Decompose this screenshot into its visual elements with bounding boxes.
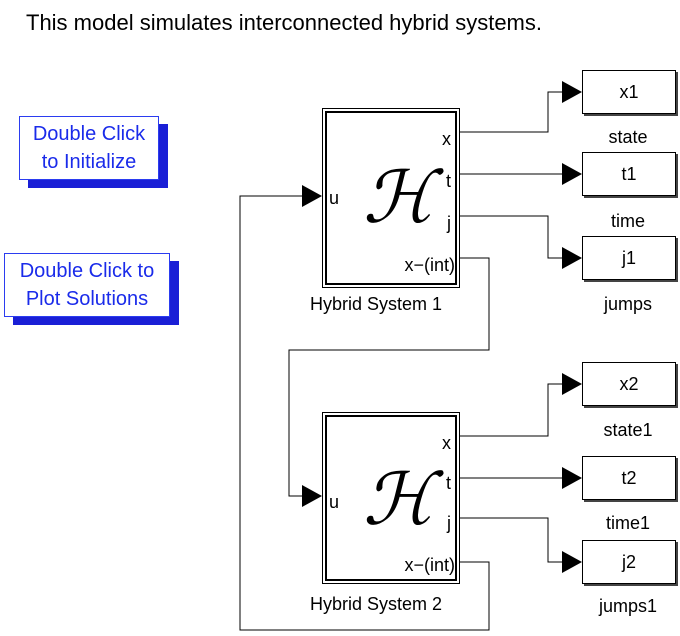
plot-button-line-1: Double Click to: [19, 260, 155, 282]
scope-t2[interactable]: t2: [582, 456, 676, 500]
scope-x2-caption: state1: [603, 420, 653, 440]
hybrid-system-2-output-j: j: [447, 513, 451, 533]
arrow-x1: [562, 81, 582, 103]
scope-t1-label: t1: [621, 163, 637, 184]
wire-j2: [460, 517, 562, 563]
hybrid-system-1-frame: [325, 111, 457, 285]
scope-x2[interactable]: x2: [582, 362, 676, 406]
scope-j2-label: j2: [621, 551, 636, 572]
scope-x2-label: x2: [619, 373, 639, 394]
scope-t1-caption: time: [610, 211, 645, 231]
arrow-t2: [562, 467, 582, 489]
arrow-j2: [562, 551, 582, 573]
hybrid-system-1-symbol: ℋ: [363, 155, 435, 239]
wire-j1: [460, 215, 562, 259]
arrow-t1: [562, 163, 582, 185]
arrow-u2: [302, 485, 322, 507]
hybrid-system-1-name: Hybrid System 1: [310, 294, 443, 314]
initialize-button[interactable]: Double Click to Initialize: [19, 116, 159, 180]
hybrid-system-2-frame: [325, 415, 457, 581]
hybrid-system-1-output-x-int: x−(int): [404, 255, 455, 275]
hybrid-system-2-block[interactable]: u ℋ x t j x−(int): [322, 412, 460, 584]
initialize-button-line-2: to Initialize: [41, 151, 137, 173]
hybrid-system-2-symbol: ℋ: [363, 457, 435, 541]
scope-t1[interactable]: t1: [582, 152, 676, 196]
scope-x1-label: x1: [619, 81, 639, 102]
wire-x1: [460, 91, 562, 133]
wire-feedback-2-to-1: [239, 195, 490, 631]
scope-j2-caption: jumps1: [598, 596, 658, 616]
hybrid-system-2-output-x: x: [442, 433, 451, 453]
hybrid-system-1-output-x: x: [442, 129, 451, 149]
hybrid-system-1-input-u: u: [329, 188, 340, 208]
scope-j1[interactable]: j1: [582, 236, 676, 280]
plot-button-line-2: Plot Solutions: [25, 288, 149, 310]
arrow-j1: [562, 247, 582, 269]
wire-x2: [460, 383, 562, 437]
initialize-button-line-1: Double Click: [32, 123, 146, 145]
diagram-description: This model simulates interconnected hybr…: [26, 10, 542, 35]
scope-t2-label: t2: [621, 467, 637, 488]
hybrid-system-2-output-t: t: [445, 473, 451, 493]
plot-solutions-button[interactable]: Double Click to Plot Solutions: [4, 253, 170, 317]
arrow-x2: [562, 373, 582, 395]
hybrid-system-2-output-x-int: x−(int): [404, 555, 455, 575]
scope-j1-caption: jumps: [603, 294, 652, 314]
hybrid-system-1-block[interactable]: u ℋ x t j x−(int): [322, 108, 460, 288]
scope-j1-label: j1: [621, 247, 636, 268]
scope-t2-caption: time1: [605, 513, 650, 533]
hybrid-system-2-name: Hybrid System 2: [310, 594, 443, 614]
hybrid-system-1-output-t: t: [445, 171, 451, 191]
scope-x1[interactable]: x1: [582, 70, 676, 114]
scope-x1-caption: state: [608, 127, 648, 147]
hybrid-system-2-input-u: u: [329, 492, 340, 512]
arrow-u1: [302, 185, 322, 207]
wire-feedback-1-to-2: [288, 257, 490, 497]
scope-j2[interactable]: j2: [582, 540, 676, 584]
hybrid-system-1-output-j: j: [447, 213, 451, 233]
